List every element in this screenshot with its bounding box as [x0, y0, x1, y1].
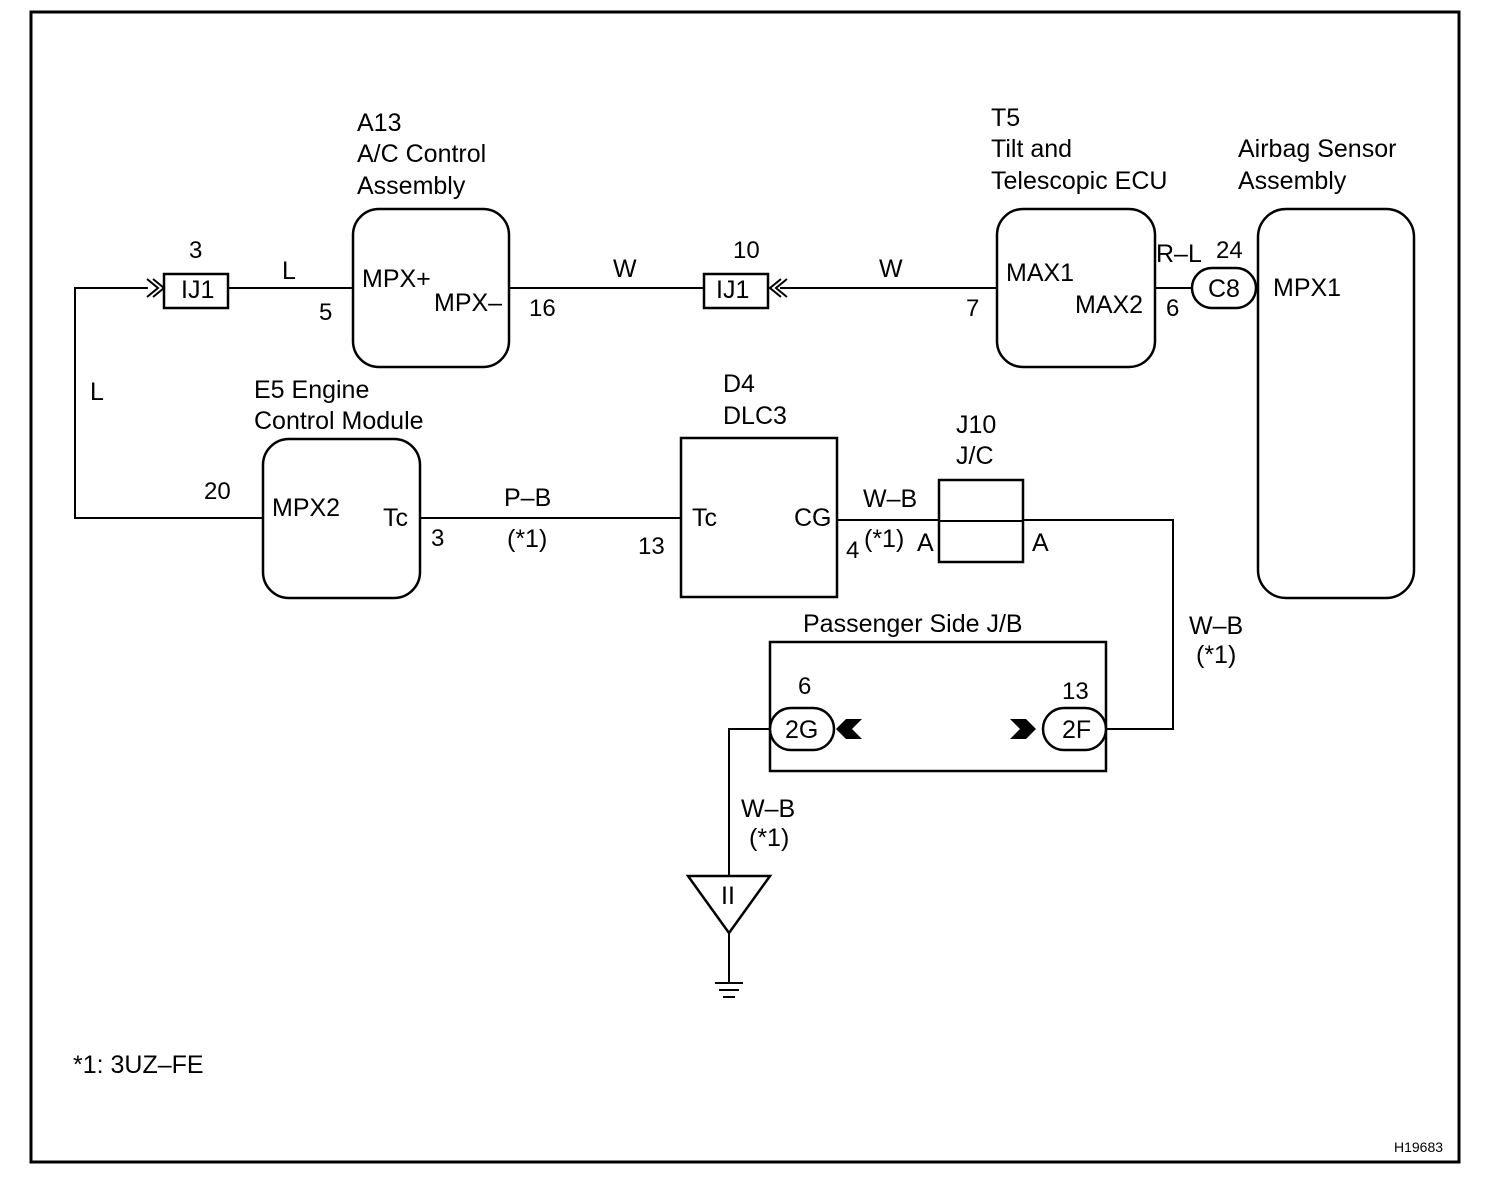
wires [74, 287, 1192, 876]
wire-label-e5-d4-color: P–B [504, 484, 551, 512]
airbag-term-mpx1: MPX1 [1273, 274, 1341, 302]
ground-point-triangle-icon [685, 874, 773, 936]
passenger-jb-box [768, 640, 1108, 773]
a13-term-mpx-minus: MPX– [434, 289, 502, 317]
wire-label-d4-j10-color: W–B [863, 485, 917, 513]
a13-pin-mpx-minus: 16 [529, 295, 556, 322]
wire-label-t5-c8: R–L [1156, 240, 1202, 268]
airbag-name-line2: Assembly [1238, 167, 1347, 195]
ij1-right-pin: 10 [733, 237, 760, 264]
d4-dlc3-box [679, 436, 839, 599]
a13-ac-control-box [351, 207, 511, 369]
a13-name-line2: Assembly [357, 172, 466, 200]
a13-pin-mpx-plus: 5 [319, 299, 332, 326]
wire-label-jb-ground-note: (*1) [749, 824, 789, 852]
t5-name-line2: Telescopic ECU [991, 167, 1167, 195]
airbag-name-line1: Airbag Sensor [1238, 135, 1396, 163]
d4-term-tc: Tc [692, 504, 717, 532]
t5-ecu-box [995, 207, 1157, 369]
2f-connector [1041, 706, 1108, 752]
j10-term-left: A [917, 529, 934, 557]
t5-id: T5 [991, 104, 1020, 132]
j10-term-right: A [1032, 529, 1049, 557]
ij1-left-label: IJ1 [181, 276, 214, 304]
d4-term-cg: CG [794, 504, 832, 532]
figure-id: H19683 [1394, 1139, 1443, 1155]
wire-label-j10-jb-color: W–B [1189, 612, 1243, 640]
d4-name: DLC3 [723, 402, 787, 430]
wire-l-left-loop [74, 287, 263, 519]
e5-name-line2: Control Module [254, 407, 424, 435]
t5-pin-max1: 7 [966, 295, 979, 322]
ij1-left-pin: 3 [189, 237, 202, 264]
wire-label-left-vertical: L [90, 378, 104, 406]
wire-wb-j10-jb [1023, 519, 1174, 730]
ij1-right-chevron-icon [768, 278, 788, 298]
c8-pin: 24 [1216, 237, 1243, 264]
c8-label: C8 [1208, 275, 1240, 303]
2g-chevron-icon [836, 719, 862, 739]
ij1-left-connector [162, 272, 230, 310]
e5-name-line1: E5 Engine [254, 376, 369, 404]
a13-term-mpx-plus: MPX+ [362, 265, 431, 293]
2f-chevron-icon [1010, 719, 1036, 739]
e5-term-tc: Tc [383, 504, 408, 532]
a13-id: A13 [357, 109, 401, 137]
wire-label-ij1-t5: W [879, 255, 903, 283]
2f-pin: 13 [1062, 678, 1089, 705]
a13-name-line1: A/C Control [357, 140, 486, 168]
wire-label-ij1-a13: L [282, 257, 296, 285]
2g-connector [768, 706, 836, 752]
wire-label-j10-jb-note: (*1) [1196, 641, 1236, 669]
e5-term-mpx2: MPX2 [272, 494, 340, 522]
t5-pin-max2: 6 [1166, 295, 1179, 322]
c8-connector [1190, 266, 1258, 310]
wire-label-e5-d4-note: (*1) [507, 525, 547, 553]
d4-pin-tc: 13 [638, 533, 665, 560]
wire-label-jb-ground-color: W–B [741, 795, 795, 823]
jb-name: Passenger Side J/B [803, 610, 1023, 638]
footnote: *1: 3UZ–FE [73, 1051, 204, 1079]
t5-term-max1: MAX1 [1006, 259, 1074, 287]
d4-id: D4 [723, 370, 755, 398]
airbag-sensor-box [1256, 207, 1416, 600]
wire-label-a13-ij1: W [613, 255, 637, 283]
ij1-right-connector [702, 272, 770, 310]
ground-point-label: II [721, 882, 735, 910]
ground-symbol-icon [715, 982, 743, 998]
diagram-frame [29, 10, 1461, 1164]
wire-label-d4-j10-note: (*1) [864, 525, 904, 553]
d4-pin-cg: 4 [846, 537, 859, 564]
e5-pin-mpx2: 20 [204, 478, 231, 505]
wire-wb-jb-ground [728, 728, 770, 876]
2g-pin: 6 [798, 673, 811, 700]
2g-label: 2G [785, 716, 818, 744]
ij1-left-chevron-icon [146, 278, 166, 298]
2f-label: 2F [1062, 716, 1091, 744]
j10-id: J10 [956, 411, 996, 439]
e5-ecm-box [261, 437, 422, 600]
t5-name-line1: Tilt and [991, 135, 1072, 163]
e5-pin-tc: 3 [431, 525, 444, 552]
ij1-right-label: IJ1 [716, 276, 749, 304]
j10-name: J/C [956, 442, 994, 470]
t5-term-max2: MAX2 [1075, 291, 1143, 319]
